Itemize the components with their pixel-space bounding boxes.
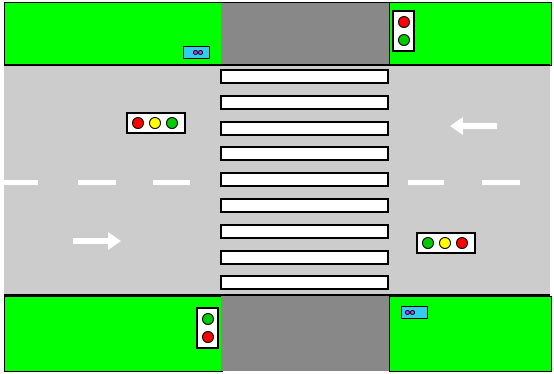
crosswalk-stripe (220, 198, 389, 213)
crosswalk-zone-top (221, 2, 389, 66)
car-bottom-icon[interactable] (401, 306, 428, 319)
red-lamp (398, 16, 410, 28)
crosswalk-stripe (220, 95, 389, 110)
crosswalk-stripe (220, 250, 389, 265)
traffic-light-right (416, 232, 476, 254)
crosswalk-zone-bottom (221, 296, 389, 371)
red-lamp (202, 331, 214, 343)
yellow-lamp (149, 117, 161, 129)
crosswalk-stripe (220, 146, 389, 161)
crosswalk-stripe (220, 275, 389, 290)
right-arrow-icon (72, 231, 122, 251)
lane-dash (4, 180, 38, 185)
green-lamp (166, 117, 178, 129)
yellow-lamp (439, 237, 451, 249)
green-lamp (202, 313, 214, 325)
car-top-marker (198, 50, 203, 55)
lane-dash (482, 180, 520, 185)
car-top-icon[interactable] (183, 46, 210, 59)
lane-dash (78, 180, 116, 185)
car-bottom-marker (410, 310, 415, 315)
crosswalk-stripe (220, 224, 389, 239)
lane-dash (408, 180, 444, 185)
traffic-light-bottom-left (196, 307, 219, 349)
red-lamp (456, 237, 468, 249)
crosswalk-stripe (220, 172, 389, 187)
red-lamp (132, 117, 144, 129)
traffic-light-left (126, 112, 186, 134)
lane-dash (153, 180, 190, 185)
grass-bottom-left (4, 296, 223, 372)
crosswalk-stripe (220, 121, 389, 136)
crosswalk-stripe (220, 69, 389, 84)
left-arrow-icon (450, 116, 498, 136)
green-lamp (422, 237, 434, 249)
green-lamp (398, 34, 410, 46)
traffic-light-top-right (392, 10, 415, 52)
